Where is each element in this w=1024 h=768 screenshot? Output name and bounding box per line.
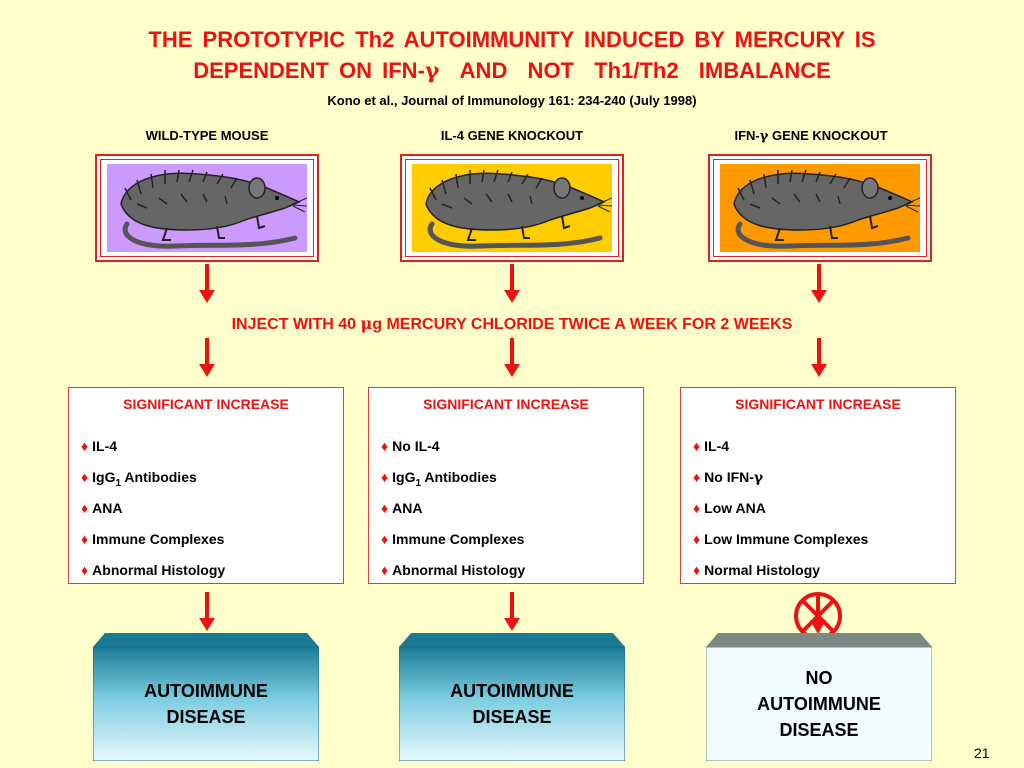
column-label-ifng-suffix: GENE KNOCKOUT (768, 128, 888, 143)
results-box-wild-type: SIGNIFICANT INCREASE ♦IL-4♦IgG1 Antibodi… (68, 387, 344, 584)
diamond-bullet-icon: ♦ (381, 531, 389, 547)
results-list: ♦No IL-4♦IgG1 Antibodies♦ANA♦Immune Comp… (381, 438, 525, 593)
outcome-label: NO AUTOIMMUNE DISEASE (757, 668, 881, 740)
results-heading: SIGNIFICANT INCREASE (423, 396, 589, 412)
result-text: No IFN-γ (704, 469, 764, 486)
result-item: ♦No IFN-γ (693, 469, 868, 500)
results-heading: SIGNIFICANT INCREASE (735, 396, 901, 412)
result-item: ♦Low ANA (693, 500, 868, 531)
title-line-2-suffix: AND NOT Th1/Th2 IMBALANCE (439, 58, 831, 83)
down-arrow-icon (504, 592, 520, 631)
title-line-2-prefix: DEPENDENT ON IFN- (193, 58, 425, 83)
down-arrow-icon (504, 264, 520, 303)
mouse-image-frame-ifng-knockout (708, 154, 932, 262)
result-text: Immune Complexes (92, 531, 225, 547)
diamond-bullet-icon: ♦ (81, 531, 89, 547)
diamond-bullet-icon: ♦ (381, 469, 389, 485)
result-item: ♦Immune Complexes (81, 531, 225, 562)
result-text: ANA (392, 500, 423, 516)
result-text: ANA (92, 500, 123, 516)
diamond-bullet-icon: ♦ (693, 531, 701, 547)
outcome-label: AUTOIMMUNE DISEASE (144, 681, 268, 727)
result-text: Low ANA (704, 500, 766, 516)
down-arrow-icon (199, 338, 215, 377)
results-heading: SIGNIFICANT INCREASE (123, 396, 289, 412)
mouse-image-frame-il4-knockout (400, 154, 624, 262)
injection-micro: μ (360, 314, 373, 333)
title-line-2: DEPENDENT ON IFN-γ AND NOT Th1/Th2 IMBAL… (40, 55, 984, 87)
results-list: ♦IL-4♦No IFN-γ♦Low ANA♦Low Immune Comple… (693, 438, 868, 593)
column-label-ifng-knockout: IFN-γ GENE KNOCKOUT (681, 128, 941, 144)
outcome-box-shape (93, 633, 319, 761)
diamond-bullet-icon: ♦ (381, 438, 389, 454)
diamond-bullet-icon: ♦ (693, 500, 701, 516)
result-item: ♦IgG1 Antibodies (381, 469, 525, 500)
column-label-il4-knockout: IL-4 GENE KNOCKOUT (440, 128, 584, 143)
result-text: Normal Histology (704, 562, 821, 578)
result-text: IgG1 Antibodies (392, 469, 497, 489)
results-box-il4-knockout: SIGNIFICANT INCREASE ♦No IL-4♦IgG1 Antib… (368, 387, 644, 584)
injection-suffix: g MERCURY CHLORIDE TWICE A WEEK FOR 2 WE… (372, 316, 793, 333)
result-text: Abnormal Histology (92, 562, 226, 578)
result-item: ♦ANA (381, 500, 525, 531)
outcome-box-wild-type: AUTOIMMUNE DISEASE (93, 633, 319, 761)
result-text: Low Immune Complexes (704, 531, 869, 547)
result-item: ♦Low Immune Complexes (693, 531, 868, 562)
outcome-box-il4-knockout: AUTOIMMUNE DISEASE (399, 633, 625, 761)
result-text: IL-4 (92, 438, 118, 454)
mouse-icon (720, 164, 920, 252)
mouse-image-ifng-knockout (720, 164, 920, 252)
down-arrow-icon (199, 264, 215, 303)
diamond-bullet-icon: ♦ (693, 469, 701, 485)
mouse-image-frame-wild-type (95, 154, 319, 262)
citation: Kono et al., Journal of Immunology 161: … (327, 93, 697, 108)
result-item: ♦IL-4 (693, 438, 868, 469)
column-label-ifng-prefix: IFN- (734, 128, 760, 143)
result-text: Abnormal Histology (392, 562, 526, 578)
down-arrow-icon (504, 338, 520, 377)
diamond-bullet-icon: ♦ (693, 438, 701, 454)
injection-prefix: INJECT WITH 40 (231, 316, 361, 333)
result-item: ♦IgG1 Antibodies (81, 469, 225, 500)
column-label-ifng-gamma: γ (759, 129, 769, 144)
result-item: ♦Immune Complexes (381, 531, 525, 562)
result-item: ♦Normal Histology (693, 562, 868, 593)
result-item: ♦Abnormal Histology (81, 562, 225, 593)
results-list: ♦IL-4♦IgG1 Antibodies♦ANA♦Immune Complex… (81, 438, 225, 593)
diamond-bullet-icon: ♦ (81, 500, 89, 516)
mouse-image-il4-knockout (412, 164, 612, 252)
result-text: No IL-4 (392, 438, 440, 454)
result-text: IL-4 (704, 438, 730, 454)
diamond-bullet-icon: ♦ (381, 562, 389, 578)
title-line-1: THE PROTOTYPIC Th2 AUTOIMMUNITY INDUCED … (148, 27, 876, 52)
diamond-bullet-icon: ♦ (81, 438, 89, 454)
result-text: Immune Complexes (392, 531, 525, 547)
outcome-box-shape (399, 633, 625, 761)
diamond-bullet-icon: ♦ (693, 562, 701, 578)
result-item: ♦No IL-4 (381, 438, 525, 469)
result-item: ♦IL-4 (81, 438, 225, 469)
blocked-arrow-icon (794, 592, 842, 640)
down-arrow-icon (199, 592, 215, 631)
injection-protocol: INJECT WITH 40 μg MERCURY CHLORIDE TWICE… (0, 314, 1024, 334)
outcome-label: AUTOIMMUNE DISEASE (450, 681, 574, 727)
outcome-box-shape (706, 633, 932, 761)
mouse-image-wild-type (107, 164, 307, 252)
slide-title: THE PROTOTYPIC Th2 AUTOIMMUNITY INDUCED … (40, 24, 984, 87)
diamond-bullet-icon: ♦ (81, 562, 89, 578)
diamond-bullet-icon: ♦ (81, 469, 89, 485)
title-gamma: γ (424, 58, 440, 84)
down-arrow-icon (811, 264, 827, 303)
mouse-icon (412, 164, 612, 252)
diamond-bullet-icon: ♦ (381, 500, 389, 516)
result-text: IgG1 Antibodies (92, 469, 197, 489)
results-box-ifng-knockout: SIGNIFICANT INCREASE ♦IL-4♦No IFN-γ♦Low … (680, 387, 956, 584)
result-item: ♦ANA (81, 500, 225, 531)
result-item: ♦Abnormal Histology (381, 562, 525, 593)
column-label-wild-type: WILD-TYPE MOUSE (145, 128, 269, 143)
down-arrow-icon (811, 338, 827, 377)
mouse-icon (107, 164, 307, 252)
page-number: 21 (974, 745, 990, 761)
outcome-box-ifng-knockout: NO AUTOIMMUNE DISEASE (706, 633, 932, 761)
